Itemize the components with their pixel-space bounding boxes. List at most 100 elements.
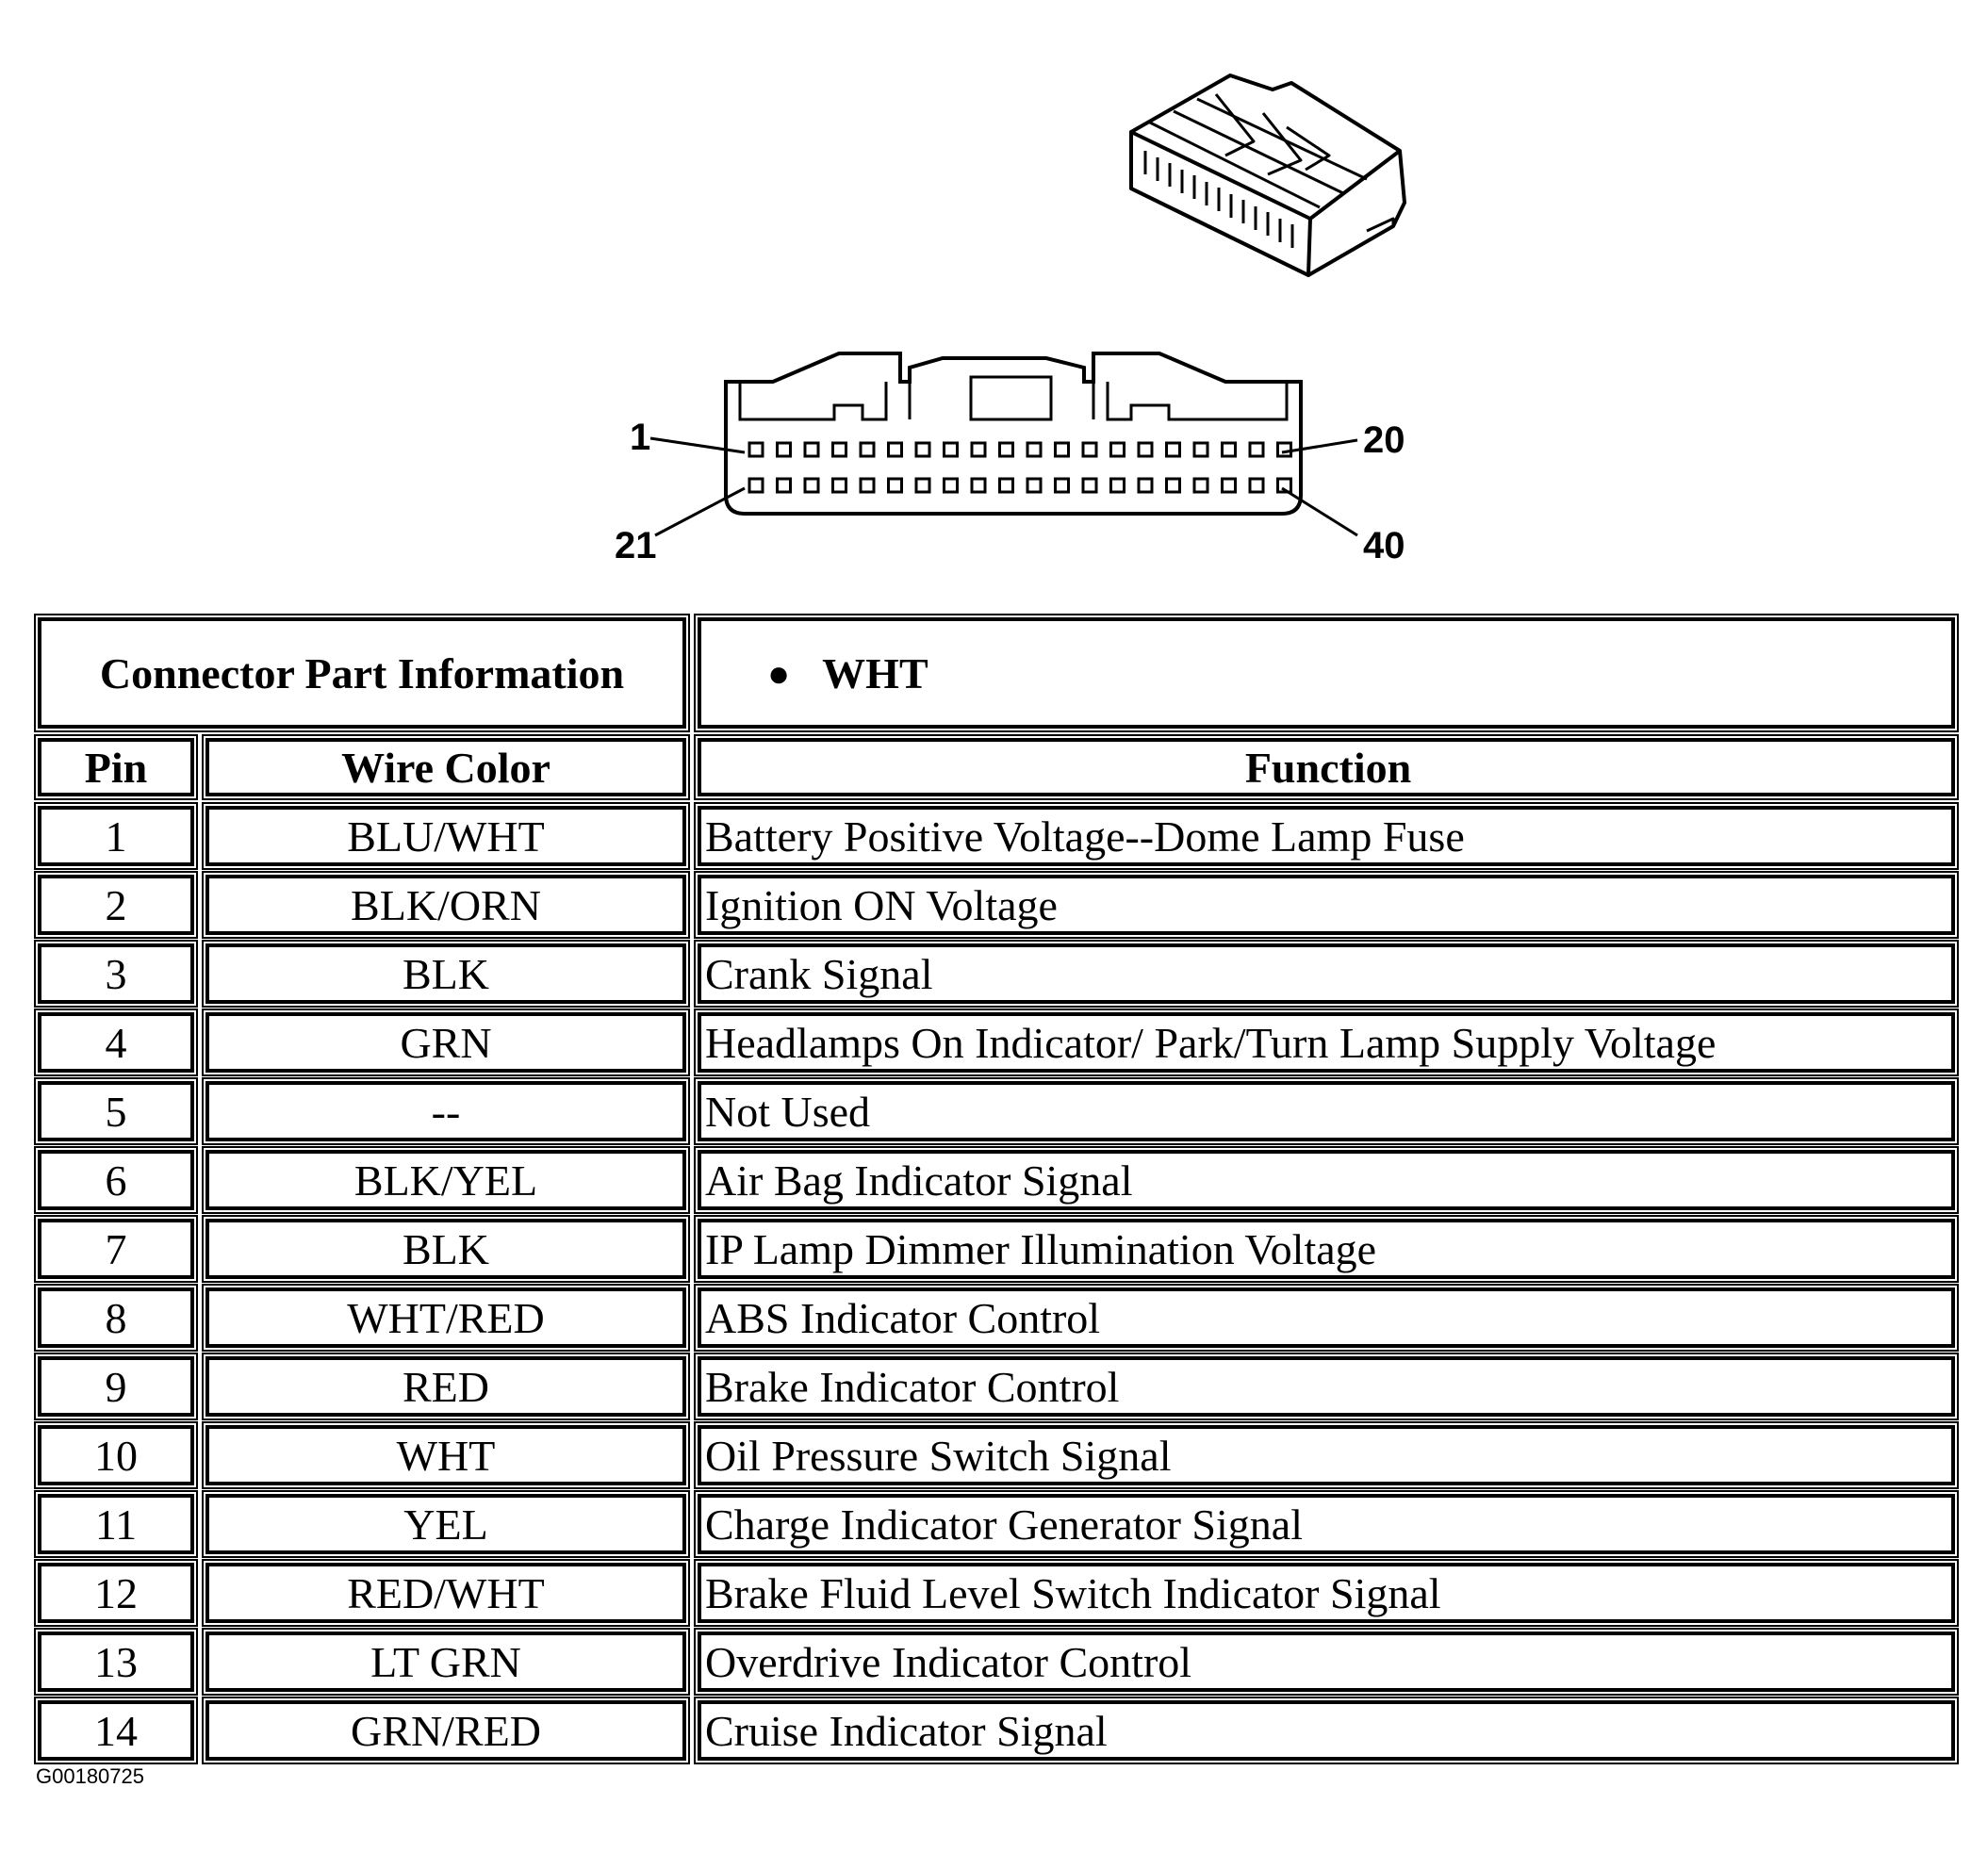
wire-color-cell-text: BLK bbox=[403, 1224, 489, 1273]
pin-cell: 13 bbox=[34, 1628, 198, 1696]
pin-cell: 8 bbox=[34, 1284, 198, 1352]
pin-bottom-20 bbox=[1276, 477, 1292, 494]
pin-cell: 11 bbox=[34, 1490, 198, 1558]
pin-cell: 9 bbox=[34, 1353, 198, 1420]
function-cell-text: Crank Signal bbox=[705, 949, 933, 998]
wire-color-cell: RED/WHT bbox=[202, 1559, 690, 1627]
pin-bottom-11 bbox=[1026, 477, 1043, 494]
pin-bottom-14 bbox=[1109, 477, 1125, 494]
pin-top-2 bbox=[776, 441, 792, 458]
function-cell-text: IP Lamp Dimmer Illumination Voltage bbox=[705, 1224, 1377, 1273]
part-info-value-cell: ● WHT bbox=[694, 614, 1959, 732]
pin-cell: 5 bbox=[34, 1077, 198, 1145]
pin-cell-text: 8 bbox=[105, 1293, 127, 1342]
function-cell: ABS Indicator Control bbox=[694, 1284, 1959, 1352]
pin-top-7 bbox=[914, 441, 931, 458]
table-row: 14 GRN/RED Cruise Indicator Signal bbox=[34, 1697, 1959, 1764]
part-info-value: WHT bbox=[822, 648, 928, 697]
pin-cell-text: 13 bbox=[94, 1637, 138, 1686]
function-cell: Brake Indicator Control bbox=[694, 1353, 1959, 1420]
pin-cell-text: 14 bbox=[94, 1706, 138, 1755]
column-header-function-label: Function bbox=[1244, 743, 1412, 792]
pin-top-14 bbox=[1109, 441, 1125, 458]
function-cell-text: Cruise Indicator Signal bbox=[705, 1706, 1108, 1755]
pin-bottom-13 bbox=[1081, 477, 1098, 494]
wire-color-cell-text: YEL bbox=[403, 1500, 488, 1549]
wire-color-cell-text: BLU/WHT bbox=[347, 812, 545, 861]
part-info-label-cell: Connector Part Information bbox=[34, 614, 690, 732]
column-header-pin-label: Pin bbox=[84, 743, 148, 792]
table-row: 1 BLU/WHT Battery Positive Voltage--Dome L… bbox=[34, 802, 1959, 870]
pin-cell-text: 2 bbox=[105, 880, 127, 929]
function-cell-text: Overdrive Indicator Control bbox=[705, 1637, 1192, 1686]
pin-bottom-19 bbox=[1248, 477, 1265, 494]
pin-top-3 bbox=[803, 441, 820, 458]
wire-color-cell: GRN bbox=[202, 1008, 690, 1076]
pin-cell-text: 7 bbox=[105, 1224, 127, 1273]
pin-cell-text: 6 bbox=[105, 1156, 127, 1205]
function-cell-text: Brake Fluid Level Switch Indicator Signa… bbox=[705, 1568, 1441, 1617]
wire-color-cell-text: BLK/ORN bbox=[351, 880, 541, 929]
pin-cell-text: 4 bbox=[105, 1018, 127, 1067]
wire-color-cell-text: BLK/YEL bbox=[353, 1156, 538, 1205]
wire-color-cell: -- bbox=[202, 1077, 690, 1145]
pin-bottom-17 bbox=[1192, 477, 1209, 494]
pin-bottom-6 bbox=[887, 477, 903, 494]
pin-row-top bbox=[748, 441, 1292, 458]
pin-top-6 bbox=[887, 441, 903, 458]
column-header-wire-color: Wire Color bbox=[202, 734, 690, 800]
pin-cell: 4 bbox=[34, 1008, 198, 1076]
pin-cell-text: 11 bbox=[94, 1500, 138, 1549]
pin-top-5 bbox=[859, 441, 876, 458]
pin-row-bottom bbox=[748, 477, 1292, 494]
pin-top-9 bbox=[970, 441, 987, 458]
pin-label-21: 21 bbox=[615, 525, 657, 566]
pin-top-12 bbox=[1054, 441, 1070, 458]
wire-color-cell-text: WHT/RED bbox=[347, 1293, 545, 1342]
pin-bottom-2 bbox=[776, 477, 792, 494]
pin-top-10 bbox=[998, 441, 1014, 458]
pin-cell: 12 bbox=[34, 1559, 198, 1627]
pin-top-4 bbox=[831, 441, 847, 458]
pin-cell-text: 9 bbox=[105, 1362, 127, 1411]
wire-color-cell-text: BLK bbox=[403, 949, 489, 998]
pin-bottom-16 bbox=[1165, 477, 1181, 494]
wire-color-cell-text: WHT bbox=[396, 1431, 496, 1480]
function-cell-text: Battery Positive Voltage--Dome Lamp Fuse bbox=[705, 812, 1465, 861]
wire-color-cell: WHT/RED bbox=[202, 1284, 690, 1352]
pin-cell: 6 bbox=[34, 1146, 198, 1214]
part-info-label: Connector Part Information bbox=[99, 648, 625, 697]
bullet-icon: ● bbox=[767, 651, 791, 695]
pin-top-20 bbox=[1276, 441, 1292, 458]
pin-top-1 bbox=[748, 441, 764, 458]
pin-bottom-7 bbox=[914, 477, 931, 494]
function-cell-text: Brake Indicator Control bbox=[705, 1362, 1120, 1411]
pin-bottom-4 bbox=[831, 477, 847, 494]
wire-color-cell: BLK bbox=[202, 940, 690, 1008]
connector-3d-view bbox=[1129, 74, 1406, 277]
pin-cell: 2 bbox=[34, 871, 198, 939]
pin-cell: 7 bbox=[34, 1215, 198, 1283]
pin-top-11 bbox=[1026, 441, 1043, 458]
pin-bottom-9 bbox=[970, 477, 987, 494]
pin-top-17 bbox=[1192, 441, 1209, 458]
pin-cell: 1 bbox=[34, 802, 198, 870]
figure-id: G00180725 bbox=[36, 1764, 144, 1788]
table-row: 10 WHT Oil Pressure Switch Signal bbox=[34, 1421, 1959, 1489]
function-cell: Not Used bbox=[694, 1077, 1959, 1145]
pin-cell-text: 10 bbox=[94, 1431, 138, 1480]
wire-color-cell: GRN/RED bbox=[202, 1697, 690, 1764]
wire-color-cell: BLU/WHT bbox=[202, 802, 690, 870]
pin-bottom-3 bbox=[803, 477, 820, 494]
wire-color-cell-text: -- bbox=[431, 1087, 461, 1136]
pin-bottom-10 bbox=[998, 477, 1014, 494]
pin-top-8 bbox=[943, 441, 959, 458]
pin-label-20: 20 bbox=[1363, 419, 1405, 461]
pin-cell-text: 1 bbox=[105, 812, 127, 861]
function-cell-text: Oil Pressure Switch Signal bbox=[705, 1431, 1172, 1480]
